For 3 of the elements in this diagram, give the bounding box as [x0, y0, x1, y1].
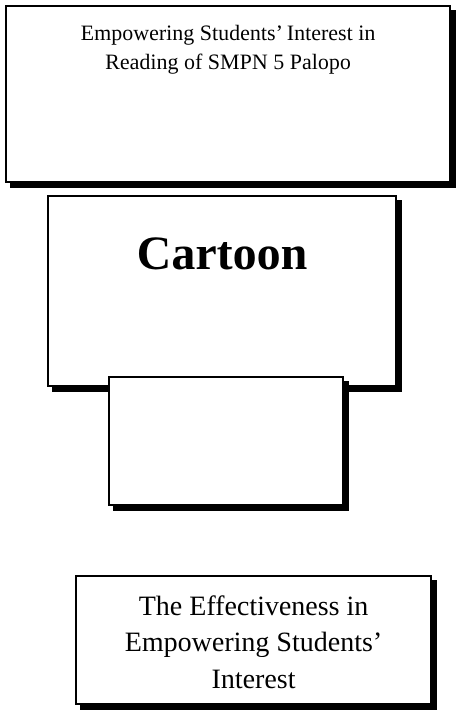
box-text: Cartoon: [136, 226, 308, 282]
box-text: Empowering Students’ Interest in Reading of SMPN 5 Palopo: [80, 19, 376, 76]
box-text: The Effectiveness in Empowering Students’ Interest: [124, 590, 384, 697]
